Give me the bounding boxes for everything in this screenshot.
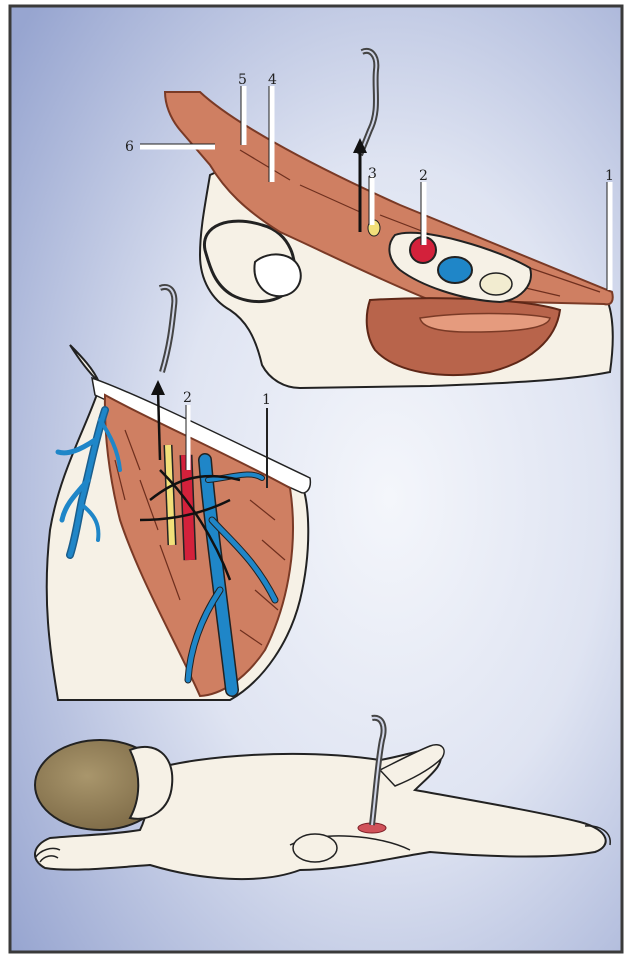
- middle-label-2: 2: [183, 390, 192, 406]
- top-label-6: 6: [125, 139, 134, 155]
- top-label-2: 2: [419, 168, 428, 184]
- top-label-4: 4: [268, 72, 277, 88]
- middle-label-1: 1: [262, 392, 271, 408]
- infant-knee: [293, 834, 337, 862]
- lymph-node: [480, 273, 512, 295]
- femoral-artery-long-fill: [186, 455, 190, 560]
- femoral-vein: [438, 257, 472, 283]
- femoral-nerve-long-fill: [168, 445, 172, 545]
- top-label-1: 1: [605, 168, 614, 184]
- top-label-5: 5: [238, 72, 247, 88]
- top-label-3: 3: [368, 166, 377, 182]
